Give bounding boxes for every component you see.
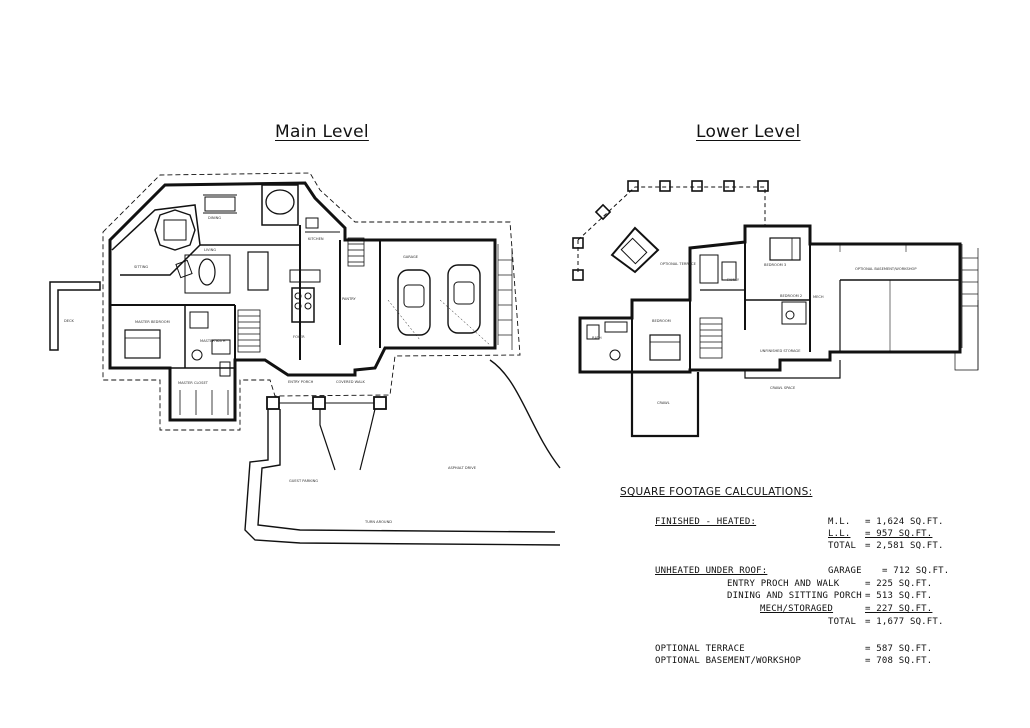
sf-finished-total-label: TOTAL <box>828 541 857 551</box>
sf-heading: SQUARE FOOTAGE CALCULATIONS: <box>620 486 813 498</box>
label-bedroom: BEDROOM <box>652 319 671 323</box>
label-asphalt-drive: ASPHALT DRIVE <box>448 466 477 470</box>
sf-finished-total-value: = 2,581 SQ.FT. <box>865 541 944 551</box>
label-bedroom-2: BEDROOM 2 <box>780 294 802 298</box>
label-bath: BATH <box>592 336 602 340</box>
label-turn-around: TURN AROUND <box>364 520 392 524</box>
label-optional-basement: OPTIONAL BASEMENT/WORKSHOP <box>855 267 917 271</box>
sf-mech-value: = 227 SQ.FT. <box>865 604 933 614</box>
sf-terrace-label: OPTIONAL TERRACE <box>655 644 745 654</box>
label-dining: DINING <box>208 216 221 220</box>
label-foyer: FOYER <box>293 335 305 339</box>
label-deck: DECK <box>64 319 75 323</box>
label-family: FAMILY <box>727 278 740 282</box>
label-entry-porch: ENTRY PORCH <box>288 380 314 384</box>
sf-ll-label: L.L. <box>828 529 851 539</box>
label-crawl-space: CRAWL SPACE <box>770 386 796 390</box>
lower-level-plan <box>572 180 979 438</box>
sf-unheated-label: UNHEATED UNDER ROOF: <box>655 566 768 576</box>
label-sitting: SITTING <box>134 265 148 269</box>
sf-ml-value: = 1,624 SQ.FT. <box>865 517 944 527</box>
label-covered-walk: COVERED WALK <box>336 380 365 384</box>
sf-dining-label: DINING AND SITTING PORCH <box>727 591 862 601</box>
label-bedroom-3: BEDROOM 3 <box>764 263 786 267</box>
sf-garage-label: GARAGE <box>828 566 862 576</box>
sf-garage-value: = 712 SQ.FT. <box>882 566 950 576</box>
label-garage: GARAGE <box>403 255 419 259</box>
sf-unheated-total-label: TOTAL <box>828 617 857 627</box>
label-crawl: CRAWL <box>657 401 670 405</box>
label-mech: MECH <box>813 295 824 299</box>
label-master-closet: MASTER CLOSET <box>178 381 209 385</box>
sf-unheated-total-value: = 1,677 SQ.FT. <box>865 617 944 627</box>
label-master-bedroom: MASTER BEDROOM <box>135 320 170 324</box>
sf-entry-value: = 225 SQ.FT. <box>865 579 933 589</box>
sf-finished-label: FINISHED - HEATED: <box>655 517 757 527</box>
label-guest-parking: GUEST PARKING <box>289 479 318 483</box>
sf-basement-value: = 708 SQ.FT. <box>865 656 933 666</box>
sf-basement-label: OPTIONAL BASEMENT/WORKSHOP <box>655 656 802 666</box>
sf-ml-label: M.L. <box>828 517 851 527</box>
main-level-plan <box>49 172 561 546</box>
label-kitchen: KITCHEN <box>308 237 324 241</box>
label-master-bath: MASTER BATH <box>200 339 226 343</box>
sf-dining-value: = 513 SQ.FT. <box>865 591 933 601</box>
label-pantry: PANTRY <box>342 297 357 301</box>
lower-level-title: Lower Level <box>696 122 801 142</box>
label-living: LIVING <box>204 248 216 252</box>
sf-entry-label: ENTRY PROCH AND WALK <box>727 579 840 589</box>
sf-ll-value: = 957 SQ.FT. <box>865 529 933 539</box>
sf-mech-label: MECH/STORAGED <box>760 604 834 614</box>
label-optional-terrace: OPTIONAL TERRACE <box>660 262 697 266</box>
sf-terrace-value: = 587 SQ.FT. <box>865 644 933 654</box>
label-unfinished-storage: UNFINISHED STORAGE <box>760 349 801 353</box>
main-level-title: Main Level <box>275 122 369 142</box>
